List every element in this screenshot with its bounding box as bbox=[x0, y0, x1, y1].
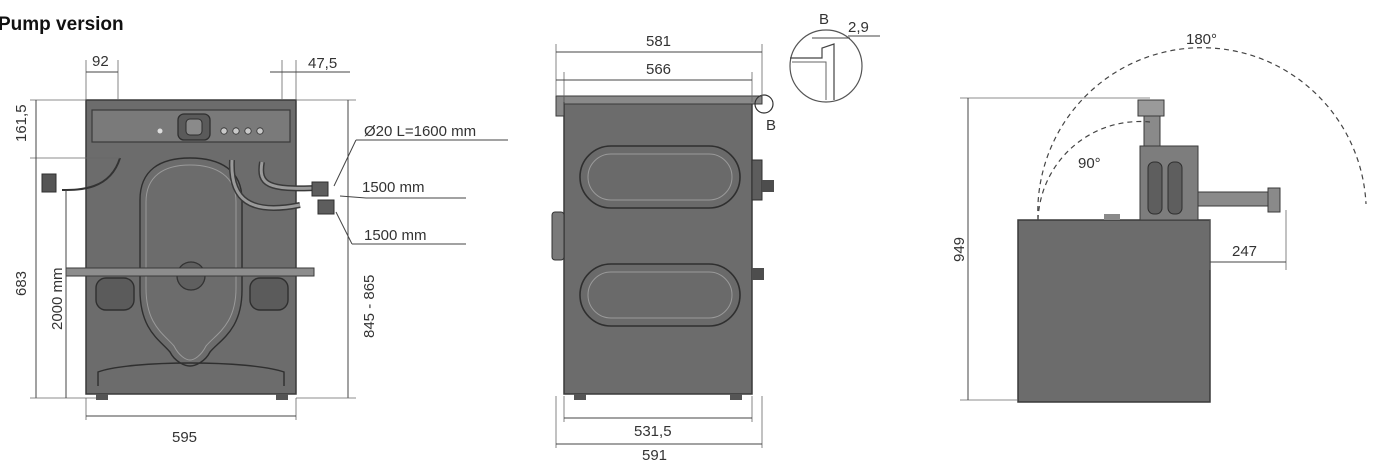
dim-cable-length: 2000 mm bbox=[49, 267, 66, 330]
side-emboss-top bbox=[579, 145, 741, 209]
side-top-corner bbox=[555, 95, 565, 117]
side-handle bbox=[551, 211, 565, 261]
arc-90 bbox=[1037, 120, 1151, 221]
panel-button bbox=[232, 127, 240, 135]
dim-right-offset: 47,5 bbox=[308, 55, 337, 72]
front-view: 92 47,5 161,5 683 2000 mm 845 - 865 595 … bbox=[13, 53, 508, 446]
dim-total-height: 949 bbox=[951, 237, 968, 262]
power-plug bbox=[41, 173, 57, 193]
dim-top-offset: 92 bbox=[92, 53, 109, 70]
dim-overhang: 247 bbox=[1232, 243, 1257, 260]
drawer-compartment bbox=[1147, 161, 1163, 215]
detail-marker: B bbox=[766, 117, 776, 134]
dim-depth-outer-bottom: 591 bbox=[642, 447, 667, 464]
dim-depth-inner-top: 566 bbox=[646, 61, 671, 78]
lid-horizontal bbox=[1197, 191, 1275, 207]
lid-end-handle bbox=[1267, 187, 1281, 213]
hose-length-2: 1500 mm bbox=[364, 227, 427, 244]
hose-connector bbox=[311, 181, 329, 197]
rear-panel-outline bbox=[139, 157, 243, 367]
arc-180 bbox=[1037, 47, 1367, 221]
dim-top-band: 161,5 bbox=[13, 104, 30, 142]
rear-connector bbox=[762, 180, 774, 192]
drain-hose-highlight bbox=[230, 159, 301, 210]
inlet-hose-highlight bbox=[259, 161, 319, 190]
dim-height-range: 845 - 865 bbox=[361, 275, 378, 338]
panel-button bbox=[244, 127, 252, 135]
rear-connectors bbox=[751, 159, 763, 201]
detail-b-profile bbox=[790, 43, 835, 100]
right-foot-bracket bbox=[249, 277, 289, 311]
panel-dial bbox=[185, 118, 203, 136]
drawer-compartment bbox=[1167, 161, 1183, 215]
hose-length-1: 1500 mm bbox=[362, 179, 425, 196]
panel-button bbox=[256, 127, 264, 135]
page-title: Pump version bbox=[0, 14, 124, 35]
dim-depth-outer-top: 581 bbox=[646, 33, 671, 50]
foot bbox=[276, 394, 288, 400]
side-emboss-bottom bbox=[579, 263, 741, 327]
detail-marker-circle bbox=[754, 94, 774, 114]
dim-height: 683 bbox=[13, 271, 30, 296]
lid-view: 180° 90° 949 247 bbox=[951, 31, 1367, 403]
rear-connector bbox=[752, 268, 764, 280]
front-body bbox=[85, 99, 297, 395]
foot bbox=[574, 394, 586, 400]
base-lip bbox=[97, 362, 285, 386]
panel-button bbox=[220, 127, 228, 135]
side-top-lid bbox=[555, 95, 763, 105]
power-cable bbox=[61, 157, 121, 191]
detail-b-inner bbox=[792, 61, 827, 100]
foot bbox=[96, 394, 108, 400]
lid-view-body bbox=[1017, 219, 1211, 403]
detail-label: B bbox=[819, 11, 829, 28]
panel-indicator bbox=[157, 128, 163, 134]
hose-connector bbox=[317, 199, 335, 215]
angle-mid: 90° bbox=[1078, 155, 1101, 172]
foot bbox=[730, 394, 742, 400]
detail-clearance: 2,9 bbox=[848, 19, 869, 36]
side-view: B B 2,9 581 566 531,5 591 bbox=[551, 11, 880, 464]
lid-top-handle bbox=[1137, 99, 1165, 117]
support-rail bbox=[65, 267, 315, 277]
left-foot-bracket bbox=[95, 277, 135, 311]
angle-max: 180° bbox=[1186, 31, 1217, 48]
side-emboss-bottom-inner bbox=[587, 271, 733, 319]
dim-width: 595 bbox=[172, 429, 197, 446]
rear-panel-inner bbox=[145, 164, 237, 361]
side-emboss-top-inner bbox=[587, 153, 733, 201]
dim-depth-inner-bottom: 531,5 bbox=[634, 423, 672, 440]
lid-view-knob bbox=[1104, 214, 1120, 220]
hose-spec: Ø20 L=1600 mm bbox=[364, 123, 476, 140]
